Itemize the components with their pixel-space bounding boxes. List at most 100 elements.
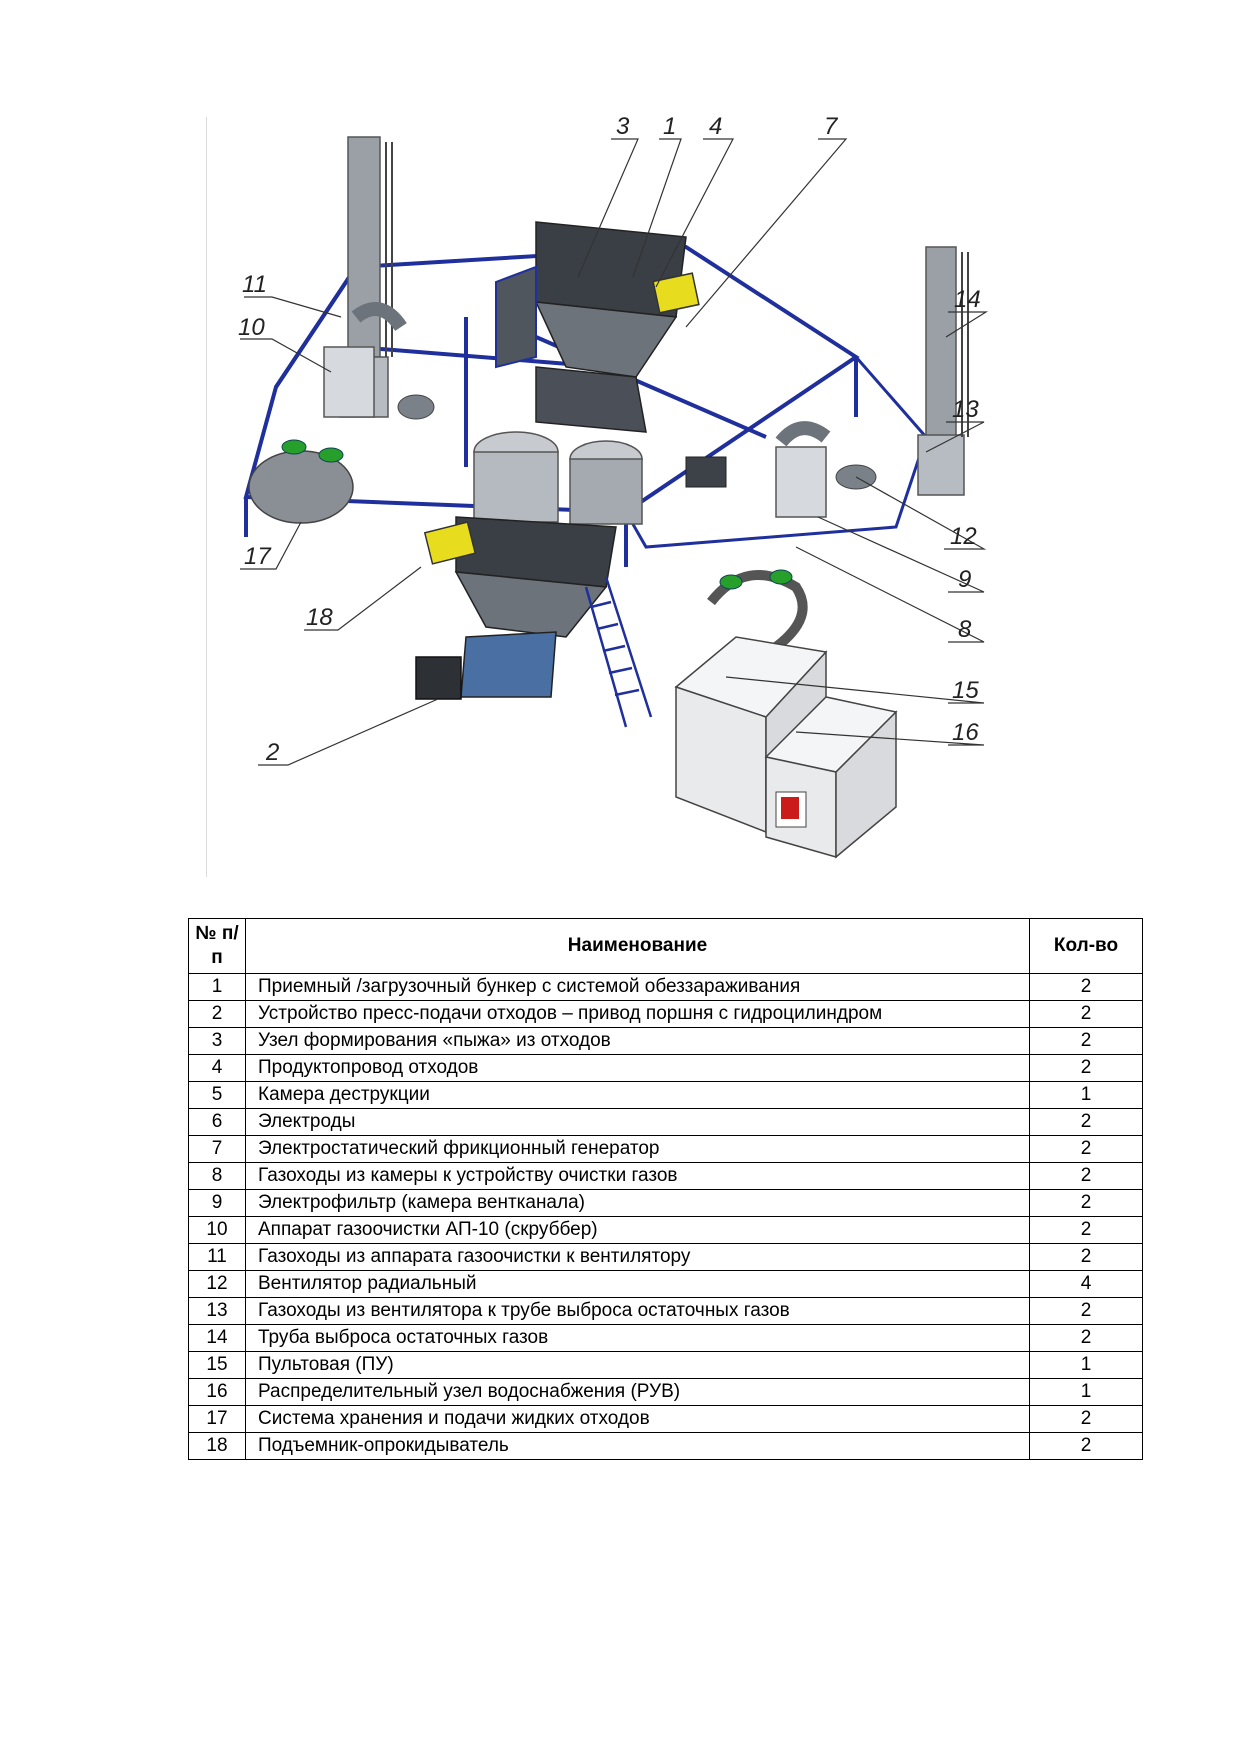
callout-lines — [240, 138, 989, 766]
callout-18: 18 — [306, 604, 333, 631]
row-qty: 2 — [1029, 1297, 1143, 1325]
row-name: Газоходы из камеры к устройству очистки … — [245, 1162, 1030, 1190]
row-name: Газоходы из аппарата газоочистки к венти… — [245, 1243, 1030, 1271]
row-num: 8 — [188, 1162, 246, 1190]
callout-4: 4 — [709, 117, 722, 140]
row-name: Узел формирования «пыжа» из отходов — [245, 1027, 1030, 1055]
row-qty: 2 — [1029, 1405, 1143, 1433]
callout-1: 1 — [663, 117, 676, 140]
callout-16: 16 — [952, 719, 979, 746]
row-num: 15 — [188, 1351, 246, 1379]
callout-11: 11 — [242, 271, 267, 298]
row-num: 9 — [188, 1189, 246, 1217]
callout-15: 15 — [952, 677, 979, 704]
row-qty: 2 — [1029, 1054, 1143, 1082]
row-name: Приемный /загрузочный бункер с системой … — [245, 973, 1030, 1001]
water-unit-frame — [707, 569, 808, 651]
callout-12: 12 — [950, 523, 977, 550]
header-name: Наименование — [245, 918, 1030, 974]
row-qty: 2 — [1029, 1324, 1143, 1352]
row-num: 12 — [188, 1270, 246, 1298]
row-num: 6 — [188, 1108, 246, 1136]
row-name: Устройство пресс-подачи отходов – привод… — [245, 1000, 1030, 1028]
row-qty: 4 — [1029, 1270, 1143, 1298]
row-num: 13 — [188, 1297, 246, 1325]
row-qty: 1 — [1029, 1378, 1143, 1406]
row-name: Электрофильтр (камера вентканала) — [245, 1189, 1030, 1217]
callout-3: 3 — [616, 117, 630, 140]
row-num: 14 — [188, 1324, 246, 1352]
row-num: 1 — [188, 973, 246, 1001]
exhaust-stack-right — [917, 246, 969, 496]
row-qty: 2 — [1029, 973, 1143, 1001]
row-qty: 1 — [1029, 1351, 1143, 1379]
staircase — [584, 576, 653, 728]
upper-hopper — [495, 221, 700, 378]
row-name: Газоходы из вентилятора к трубе выброса … — [245, 1297, 1030, 1325]
row-num: 11 — [188, 1243, 246, 1271]
row-name: Аппарат газоочистки АП-10 (скруббер) — [245, 1216, 1030, 1244]
row-qty: 2 — [1029, 1432, 1143, 1460]
callout-13: 13 — [952, 396, 979, 423]
row-qty: 2 — [1029, 1135, 1143, 1163]
header-num: № п/п — [188, 918, 246, 974]
row-qty: 2 — [1029, 1216, 1143, 1244]
header-qty: Кол-во — [1029, 918, 1143, 974]
callout-17: 17 — [244, 543, 272, 570]
row-num: 17 — [188, 1405, 246, 1433]
row-qty: 2 — [1029, 1000, 1143, 1028]
liquid-storage-tank — [248, 439, 354, 524]
row-qty: 2 — [1029, 1027, 1143, 1055]
row-qty: 2 — [1029, 1243, 1143, 1271]
callout-numbers: 3 1 4 7 11 10 14 13 12 9 8 17 18 15 16 2 — [238, 117, 981, 766]
row-name: Камера деструкции — [245, 1081, 1030, 1109]
row-name: Продуктопровод отходов — [245, 1054, 1030, 1082]
row-num: 16 — [188, 1378, 246, 1406]
scrubber-left — [323, 302, 435, 420]
row-num: 4 — [188, 1054, 246, 1082]
row-num: 18 — [188, 1432, 246, 1460]
row-name: Труба выброса остаточных газов — [245, 1324, 1030, 1352]
plant-drawing: 3 1 4 7 11 10 14 13 12 9 8 17 18 15 16 2 — [206, 117, 1106, 877]
row-name: Электростатический фрикционный генератор — [245, 1135, 1030, 1163]
table-header-row: № п/п Наименование Кол-во — [188, 918, 1143, 974]
lower-hopper — [415, 516, 617, 700]
row-name: Подъемник-опрокидыватель — [245, 1432, 1030, 1460]
row-qty: 2 — [1029, 1162, 1143, 1190]
row-num: 10 — [188, 1216, 246, 1244]
row-name: Система хранения и подачи жидких отходов — [245, 1405, 1030, 1433]
callout-9: 9 — [958, 566, 971, 593]
row-qty: 2 — [1029, 1189, 1143, 1217]
scrubber-right — [685, 421, 877, 518]
row-qty: 1 — [1029, 1081, 1143, 1109]
callout-7: 7 — [824, 117, 839, 140]
destruction-chamber — [473, 366, 647, 525]
row-qty: 2 — [1029, 1108, 1143, 1136]
row-num: 5 — [188, 1081, 246, 1109]
row-name: Пультовая (ПУ) — [245, 1351, 1030, 1379]
callout-2: 2 — [265, 739, 279, 766]
callout-8: 8 — [958, 616, 972, 643]
row-name: Распределительный узел водоснабжения (РУ… — [245, 1378, 1030, 1406]
row-name: Электроды — [245, 1108, 1030, 1136]
